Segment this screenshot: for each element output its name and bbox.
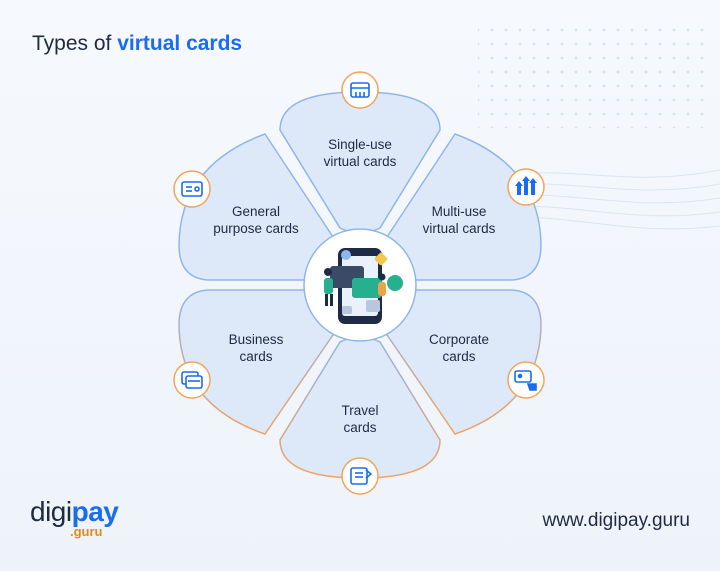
label-multi-use-line1: Multi-use <box>431 204 487 219</box>
brand-sub: .guru <box>70 524 103 539</box>
brand-accent: pay <box>71 496 119 527</box>
card-hand-icon <box>514 370 537 391</box>
dot-grid-decoration <box>478 18 708 128</box>
label-business-line2: cards <box>239 349 273 364</box>
label-business: Business cards <box>191 331 321 365</box>
label-corporate-line2: cards <box>442 349 476 364</box>
label-travel-line1: Travel <box>341 403 379 418</box>
label-corporate-line1: Corporate <box>428 332 490 347</box>
cards-icon <box>181 371 203 389</box>
label-general-purpose-line1: General <box>231 204 281 219</box>
ticket-icon <box>350 467 373 485</box>
website-url: www.digipay.guru <box>542 510 690 531</box>
badge-business <box>173 361 211 399</box>
label-corporate: Corporate cards <box>394 331 524 365</box>
arrows-icon <box>515 176 537 195</box>
badge-multi-use <box>507 168 545 206</box>
brand-prefix: digi <box>30 496 72 527</box>
petal-corporate <box>384 289 542 435</box>
petal-general-purpose <box>178 133 336 281</box>
label-general-purpose-line2: purpose cards <box>213 221 299 236</box>
storefront-icon <box>350 82 370 98</box>
title-prefix: Types of <box>32 32 118 55</box>
label-travel-line2: cards <box>343 420 377 435</box>
label-general-purpose: General purpose cards <box>191 203 321 237</box>
badge-single-use <box>341 71 379 109</box>
petal-business <box>178 289 336 435</box>
page-title: Types of virtual cards <box>32 32 242 56</box>
label-single-use-line2: virtual cards <box>323 154 397 169</box>
center-illustration <box>303 228 417 342</box>
label-single-use: Single-use virtual cards <box>295 136 425 170</box>
label-single-use-line1: Single-use <box>328 137 392 152</box>
person-head <box>324 268 332 276</box>
title-accent: virtual cards <box>117 32 243 55</box>
label-multi-use-line2: virtual cards <box>422 221 496 236</box>
label-business-line1: Business <box>228 332 284 347</box>
label-multi-use: Multi-use virtual cards <box>394 203 524 237</box>
badge-general-purpose <box>173 170 211 208</box>
badge-corporate <box>507 361 545 399</box>
badge-travel <box>341 457 379 495</box>
brand-logo: digipay <box>30 496 119 528</box>
petal-multi-use <box>384 133 542 281</box>
id-card-icon <box>181 181 203 197</box>
label-travel: Travel cards <box>295 402 425 436</box>
